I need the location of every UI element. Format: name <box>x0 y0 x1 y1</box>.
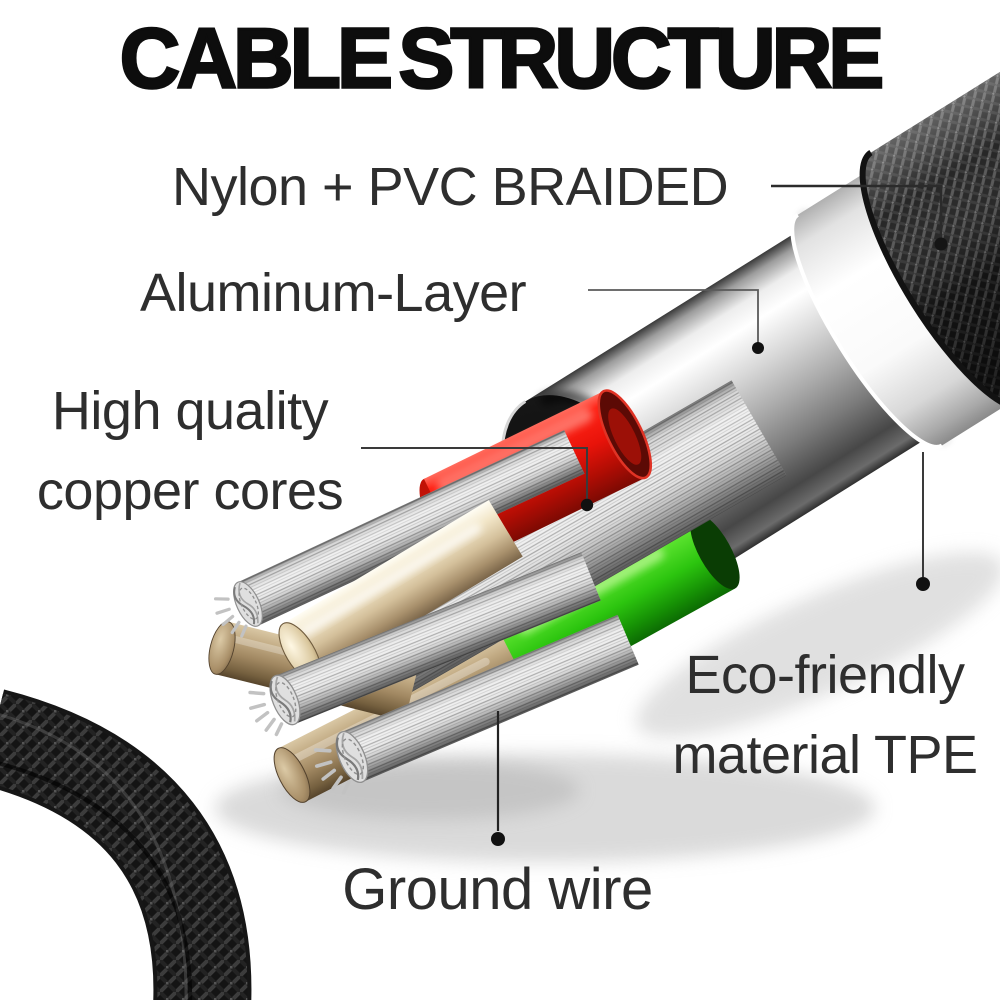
label-tpe-line1: Eco-friendly <box>685 645 965 705</box>
callout-tpe <box>916 452 930 591</box>
inner-wires <box>203 380 787 809</box>
label-copper-line2: copper cores <box>36 461 344 521</box>
callout-aluminum <box>588 289 764 354</box>
callout-dot <box>580 498 594 512</box>
callout-dot <box>916 577 930 591</box>
page-title: CABLE STRUCTURE <box>118 9 885 107</box>
label-copper-line1: High quality <box>51 381 329 441</box>
callout-ground <box>491 711 505 846</box>
label-ground: Ground wire <box>342 857 653 922</box>
callout-dot <box>934 237 948 251</box>
stranded-wire-mid <box>241 552 601 742</box>
callout-dot <box>491 832 505 846</box>
callouts <box>361 184 948 846</box>
label-braided: Nylon + PVC BRAIDED <box>172 157 729 217</box>
stranded-wire-bottom <box>306 614 639 801</box>
callout-dot <box>752 342 764 354</box>
red-wire-core <box>270 500 523 689</box>
callout-copper <box>361 447 594 512</box>
stranded-wire-top <box>207 430 585 644</box>
label-tpe-line2: material TPE <box>672 725 978 785</box>
coiled-cable <box>0 689 252 1000</box>
label-aluminum: Aluminum-Layer <box>140 263 527 323</box>
callout-braided <box>771 184 948 251</box>
